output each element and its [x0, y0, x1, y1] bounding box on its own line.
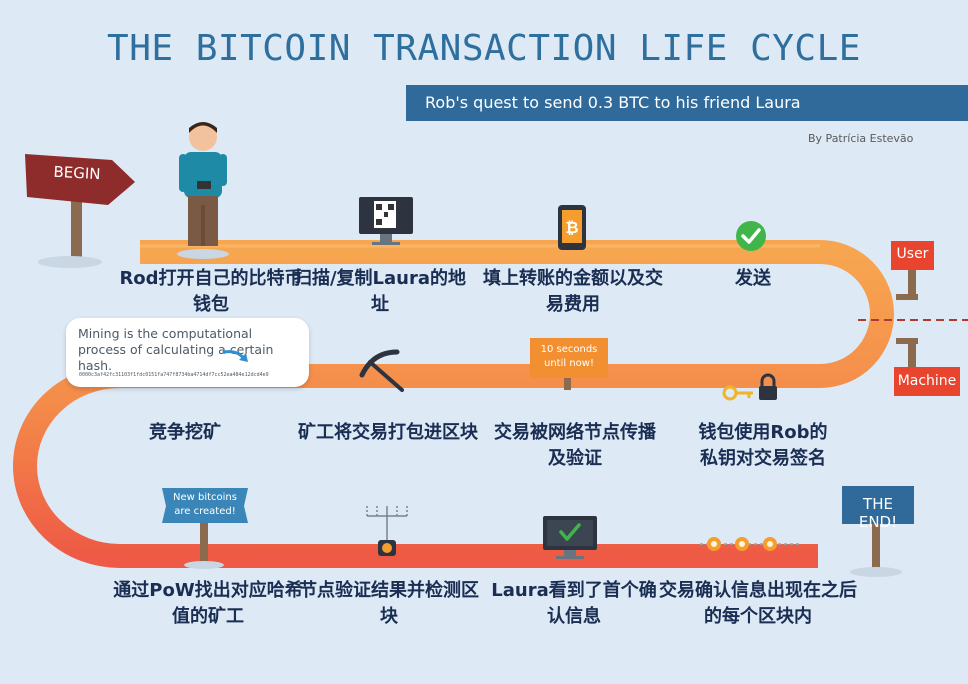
step-label-8: 竞争挖矿 — [149, 422, 221, 443]
step-label-10: 节点验证结果并检测区块 — [299, 580, 479, 627]
step-label-1: Rod打开自己的比特币钱包 — [119, 268, 303, 315]
sent-check-icon — [736, 221, 766, 251]
author-credit: By Patrícia Estevão — [808, 132, 914, 145]
mining-definition-text: Mining is the computational process of c… — [78, 326, 274, 373]
key-lock-icon — [722, 373, 777, 401]
subtitle-banner — [406, 85, 968, 121]
block-chain-icon — [700, 537, 800, 551]
rod-person-icon — [177, 122, 229, 259]
step-label-5: 钱包使用Rob的私钥对交易签名 — [698, 422, 828, 469]
step-label-6: 交易被网络节点传播及验证 — [494, 422, 656, 469]
step-label-11: Laura看到了首个确认信息 — [491, 580, 657, 627]
step-label-4: 发送 — [735, 268, 771, 289]
step-label-7: 矿工将交易打包进区块 — [298, 422, 478, 443]
subtitle-text: Rob's quest to send 0.3 BTC to his frien… — [425, 93, 801, 112]
page-title: THE BITCOIN TRANSACTION LIFE CYCLE — [107, 28, 861, 69]
pickaxe-icon — [359, 349, 404, 392]
step-label-12: 交易确认信息出现在之后的每个区块内 — [659, 580, 857, 627]
step-label-9: 通过PoW找出对应哈希值的矿工 — [113, 580, 303, 627]
step-label-3: 填上转账的金额以及交易费用 — [483, 268, 663, 315]
new-bitcoins-sign — [162, 488, 248, 569]
new-bitcoins-label: New bitcoins are created! — [173, 492, 237, 517]
the-end-label: THE END! — [858, 495, 898, 531]
arrow-right-icon — [222, 350, 248, 362]
svg-text:₿: ₿ — [565, 218, 578, 237]
mining-speech-bubble — [66, 318, 309, 387]
qr-monitor-icon — [359, 197, 413, 245]
machine-label: Machine — [897, 373, 957, 389]
begin-sign — [25, 154, 135, 268]
phone-bitcoin-icon: ₿ — [558, 205, 586, 250]
the-end-sign — [842, 486, 914, 577]
node-tree-icon — [366, 506, 408, 556]
countdown-sign — [530, 338, 608, 390]
user-sign — [891, 241, 934, 300]
user-label: User — [896, 246, 929, 262]
machine-sign — [894, 338, 960, 396]
check-monitor-icon — [543, 516, 597, 559]
hash-string: 0000c3af42fc31103f1fdc0151fa747f8734ba47… — [79, 372, 269, 378]
step-label-2: 扫描/复制Laura的地址 — [293, 268, 467, 315]
countdown-label: 10 seconds until now! — [540, 344, 598, 369]
